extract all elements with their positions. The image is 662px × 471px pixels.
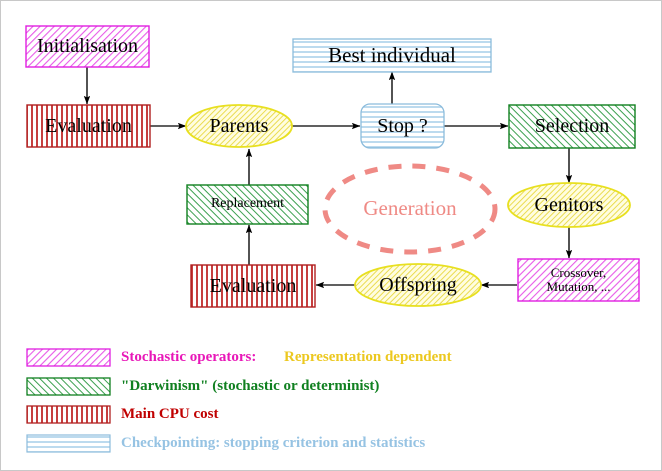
node-parents[interactable] xyxy=(185,104,293,148)
node-best-individual[interactable] xyxy=(292,38,492,73)
node-evaluation-top[interactable] xyxy=(26,104,151,148)
legend-swatch-red-vertical xyxy=(26,405,111,424)
node-crossover[interactable] xyxy=(517,258,640,302)
legend-swatch-green-diagonal xyxy=(26,377,111,396)
legend-row-0-segment-0: Stochastic operators: xyxy=(121,349,257,365)
node-offspring[interactable] xyxy=(354,263,482,307)
legend-row-3-segment-0: Checkpointing: stopping criterion and st… xyxy=(121,435,426,451)
node-selection[interactable] xyxy=(508,104,636,149)
edge-group xyxy=(83,67,573,289)
node-generation xyxy=(322,163,498,255)
node-replacement[interactable] xyxy=(186,184,309,225)
node-stop[interactable] xyxy=(360,103,445,149)
legend-swatch-magenta-diagonal xyxy=(26,348,111,367)
node-genitors[interactable] xyxy=(507,182,631,228)
legend-row-1-segment-0: "Darwinism" (stochastic or determinist) xyxy=(121,378,380,394)
legend-row-2-segment-0: Main CPU cost xyxy=(121,406,219,422)
legend-swatch-blue-horizontal xyxy=(26,434,111,453)
node-evaluation-bottom[interactable] xyxy=(190,264,316,308)
node-initialisation[interactable] xyxy=(25,25,150,68)
legend-row-0-segment-1: Representation dependent xyxy=(284,349,452,365)
